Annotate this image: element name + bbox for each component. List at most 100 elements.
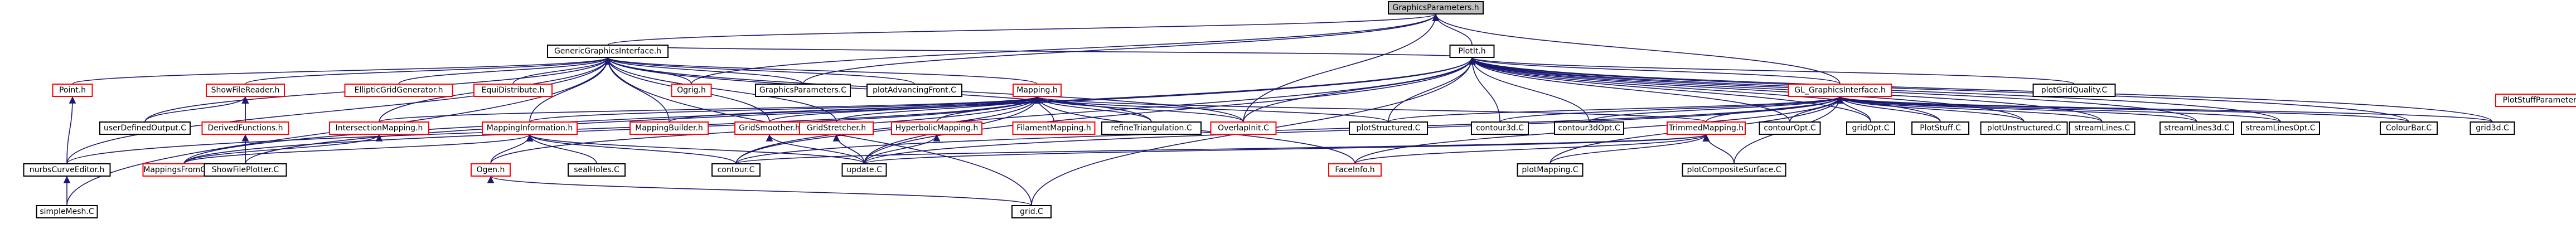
node-slo[interactable]: streamLinesOpt.C [2241, 121, 2320, 135]
node-label: OverlapInit.C [1218, 124, 1269, 133]
edge-psc-to-mappingh [1033, 96, 1389, 123]
edge-ogrig-to-gp [691, 13, 1440, 85]
node-ovc[interactable]: OverlapInit.C [1210, 121, 1277, 135]
node-label: userDefinedOutput.C [104, 124, 186, 133]
node-tmh[interactable]: TrimmedMapping.h [1667, 121, 1746, 135]
node-label: GraphicsParameters.h [1392, 3, 1479, 12]
node-mappingh[interactable]: Mapping.h [1013, 84, 1062, 97]
node-label: simpleMesh.C [40, 207, 94, 216]
edge-c3do-to-glgi [1589, 96, 1844, 123]
node-copt[interactable]: contourOpt.C [1759, 121, 1821, 135]
edge-slo-to-glgi [1837, 96, 2281, 123]
node-label: grid.C [1020, 207, 1043, 216]
node-pafc[interactable]: plotAdvancingFront.C [866, 84, 962, 97]
node-sfr[interactable]: ShowFileReader.h [206, 84, 285, 97]
node-dfh[interactable]: DerivedFunctions.h [201, 121, 289, 135]
edge-cntc-to-glgi [735, 96, 1843, 164]
edge-mfc-to-mappingh [183, 96, 1041, 164]
node-label: MappingInformation.h [487, 124, 573, 133]
edge-pmap-to-tmh [1550, 134, 1710, 164]
node-gsth[interactable]: GridStretcher.h [799, 121, 874, 135]
node-sl3[interactable]: streamLines3d.C [2159, 121, 2234, 135]
node-gopt[interactable]: gridOpt.C [1846, 121, 1895, 135]
node-cb[interactable]: ColourBar.C [2380, 121, 2438, 135]
node-mih[interactable]: MappingInformation.h [482, 121, 578, 135]
edge-sl-to-glgi [1836, 96, 2103, 123]
edge-pstf-to-ploth [1468, 57, 1941, 123]
node-ogenh[interactable]: Ogen.h [471, 163, 511, 177]
node-glgi[interactable]: GL_GraphicsInterface.h [1788, 84, 1892, 97]
node-label: ShowFilePlotter.C [212, 165, 279, 174]
edge-pstf-to-glgi [1836, 96, 1941, 123]
node-imh[interactable]: IntersectionMapping.h [329, 121, 429, 135]
node-rtc[interactable]: refineTriangulation.C [1101, 121, 1202, 135]
node-label: ShowFileReader.h [211, 86, 280, 95]
edge-updc-to-mih [526, 134, 865, 164]
node-label: PlotIt.h [1458, 47, 1485, 56]
node-c3do[interactable]: contour3dOpt.C [1554, 121, 1624, 135]
node-sfp[interactable]: ShowFilePlotter.C [204, 163, 287, 177]
edge-gpc-to-gp [802, 13, 1440, 85]
edge-updc-to-hmh [864, 134, 941, 164]
edge-punst-to-glgi [1836, 96, 2025, 123]
node-mbh[interactable]: MappingBuilder.h [630, 121, 709, 135]
node-ploth[interactable]: PlotIt.h [1449, 45, 1495, 58]
node-hmh[interactable]: HyperbolicMapping.h [891, 121, 982, 135]
edge-sl3-to-glgi [1836, 96, 2197, 123]
node-label: PlotStuffParameters.h [2503, 96, 2576, 105]
node-pcs[interactable]: plotCompositeSurface.C [1682, 163, 1786, 177]
node-label: Point.h [59, 86, 86, 95]
edge-ovc-to-gp [1243, 13, 1440, 123]
node-label: DerivedFunctions.h [208, 124, 283, 133]
edge-cb-to-ploth [1468, 57, 2409, 123]
node-fmh[interactable]: FilamentMapping.h [1012, 121, 1096, 135]
node-label: grid3d.C [2476, 124, 2509, 133]
edge-updc-to-gsmh [766, 134, 865, 164]
node-gridc[interactable]: grid.C [1011, 205, 1052, 218]
edge-udo-to-sfr [144, 96, 249, 123]
edge-psc-to-ploth [1388, 57, 1476, 123]
node-smc[interactable]: simpleMesh.C [36, 205, 98, 218]
node-label: Ogrig.h [677, 86, 706, 95]
node-updc[interactable]: update.C [841, 163, 887, 177]
node-udo[interactable]: userDefinedOutput.C [99, 121, 191, 135]
node-gpc[interactable]: GraphicsParameters.C [755, 84, 851, 97]
node-label: EllipticGridGenerator.h [355, 86, 443, 95]
edge-pcs-to-tmh [1702, 134, 1735, 164]
edge-gridc-to-ogenh [487, 176, 1032, 206]
node-pmap[interactable]: plotMapping.C [1517, 163, 1584, 177]
node-label: streamLinesOpt.C [2245, 124, 2315, 133]
edge-c3d-to-glgi [1499, 96, 1844, 123]
edge-mbh-to-ggi [604, 57, 670, 123]
node-psc[interactable]: plotStructured.C [1349, 121, 1428, 135]
node-label: ColourBar.C [2386, 124, 2432, 133]
edge-egg-to-ggi [398, 57, 612, 85]
node-pspc[interactable]: PlotStuffParameters.h [2495, 94, 2576, 107]
node-pointh[interactable]: Point.h [52, 84, 93, 97]
node-nce[interactable]: nurbsCurveEditor.h [23, 163, 111, 177]
node-sl[interactable]: streamLines.C [2069, 121, 2136, 135]
node-egg[interactable]: EllipticGridGenerator.h [344, 84, 453, 97]
node-c3d[interactable]: contour3d.C [1471, 121, 1529, 135]
edge-mbh-to-mappingh [669, 96, 1041, 123]
node-gsmh[interactable]: GridSmoother.h [734, 121, 805, 135]
node-label: TrimmedMapping.h [1668, 124, 1744, 133]
node-label: PlotStuff.C [1920, 124, 1961, 133]
node-ggi[interactable]: GenericGraphicsInterface.h [547, 45, 669, 58]
node-g3d[interactable]: grid3d.C [2470, 121, 2515, 135]
node-pgq[interactable]: plotGridQuality.C [2032, 84, 2116, 97]
node-ogrig[interactable]: Ogrig.h [671, 84, 712, 97]
edge-eqd-to-ggi [512, 57, 612, 85]
node-punst[interactable]: plotUnstructured.C [1980, 121, 2068, 135]
node-pstf[interactable]: PlotStuff.C [1911, 121, 1969, 135]
node-eqd[interactable]: EquiDistribute.h [473, 84, 553, 97]
edge-cb-to-glgi [1837, 96, 2409, 123]
node-cntc[interactable]: contour.C [711, 163, 761, 177]
node-label: GridStretcher.h [807, 124, 866, 133]
node-fih[interactable]: FaceInfo.h [1328, 163, 1382, 177]
node-seal[interactable]: sealHoles.C [568, 163, 626, 177]
edge-layer [63, 13, 2493, 206]
edge-fih-to-tmh [1354, 134, 1710, 164]
node-gp: GraphicsParameters.h [1388, 1, 1484, 14]
